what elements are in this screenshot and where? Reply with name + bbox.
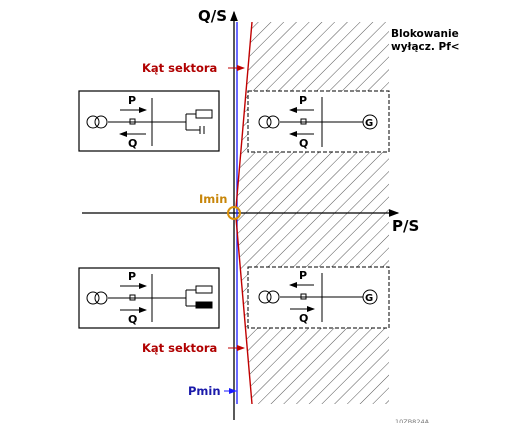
x-axis-label: P/S [392,217,419,235]
transformer-icon [86,115,100,129]
p-label: P [299,94,307,107]
q-label: Q [128,313,137,326]
generator-icon [362,289,378,305]
pmin-label: Pmin [188,384,221,398]
q-label: Q [128,137,137,150]
q-label: Q [299,312,308,325]
imin-label: Imin [199,192,227,206]
p-label: P [128,94,136,107]
sector-angle-label-top: Kąt sektora [142,61,217,75]
y-axis-label: Q/S [198,7,227,25]
generator-box-top: P Q G [247,90,390,153]
sector-angle-label-bottom: Kąt sektora [142,341,217,355]
load-box-bottom: P Q [78,267,220,329]
q-label: Q [299,137,308,150]
p-label: P [128,270,136,283]
generator-symbol: G [365,118,373,129]
generator-symbol: G [365,293,373,304]
transformer-icon [86,291,100,305]
generator-icon [362,114,378,130]
generator-box-bottom: P Q G [247,266,390,329]
sector-line-upper [235,21,253,209]
blocking-label-line1: Blokowanie [391,28,459,40]
blocking-label-line2: wyłącz. Pf< [391,41,460,53]
imin-circle [227,206,241,220]
transformer-icon [258,290,272,304]
p-label: P [299,269,307,282]
figure-id: 10ZB824A [395,418,430,423]
load-box-top: P Q [78,90,220,152]
sector-line-lower [235,217,253,405]
transformer-icon [258,115,272,129]
